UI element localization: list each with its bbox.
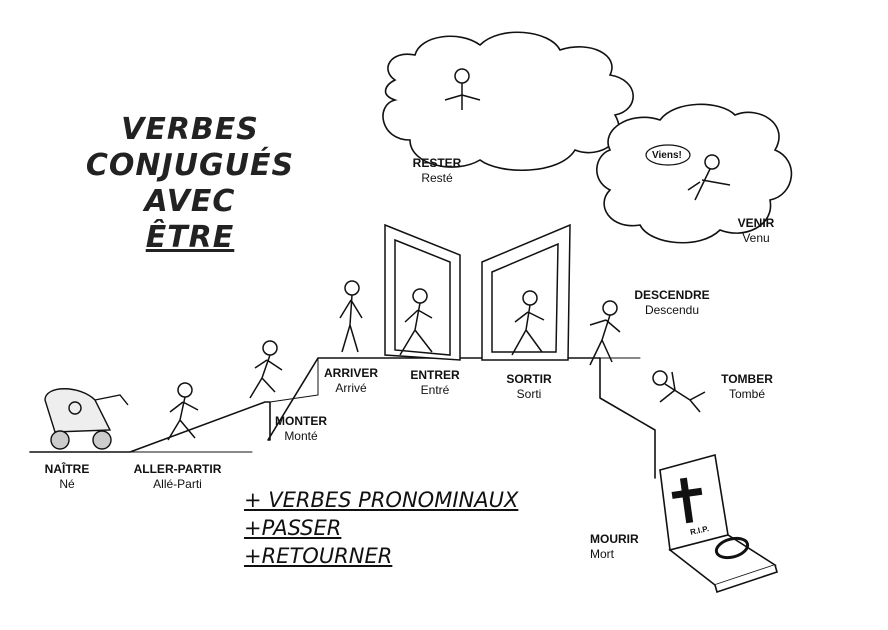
door-icon [384, 223, 571, 361]
cloud-icon [596, 103, 793, 244]
person-icon [511, 290, 545, 356]
person-icon [444, 68, 481, 110]
verb-label-rester: RESTER Resté [412, 156, 462, 185]
cloud-icon [382, 31, 634, 172]
extra-verb-passer: +PASSER [244, 516, 342, 540]
verb-label-naitre: NAÎTRE Né [44, 462, 90, 491]
person-icon [339, 280, 363, 353]
extra-verbs-list: + VERBES PRONOMINAUX +PASSER +RETOURNER [244, 486, 518, 570]
staircase-step-edges [129, 357, 641, 453]
verb-label-arriver: ARRIVER Arrivé [323, 366, 378, 395]
verb-label-descendre: DESCENDRE Descendu [634, 288, 710, 317]
person-icon [249, 340, 283, 399]
person-icon [399, 288, 433, 356]
verb-label-sortir: SORTIR Sorti [506, 372, 552, 401]
title-line-3: ÊTRE [145, 220, 235, 255]
verb-label-venir: VENIR Venu [737, 216, 775, 245]
verb-label-entrer: ENTRER Entré [410, 368, 460, 397]
title-line-1: VERBES [121, 112, 259, 147]
wreath-icon [714, 536, 750, 560]
person-icon [167, 382, 199, 441]
verb-label-mourir: MOURIR Mort [590, 532, 639, 561]
speech-bubble-shape [645, 144, 691, 166]
staircase [29, 357, 656, 479]
extra-verb-retourner: +RETOURNER [244, 544, 393, 568]
person-icon [652, 370, 706, 413]
extra-verb-pronominaux: + VERBES PRONOMINAUX [244, 488, 519, 512]
tomb-icon [659, 453, 778, 594]
person-icon [687, 154, 731, 201]
verb-label-monter: MONTER Monté [275, 414, 327, 443]
verb-label-tomber: TOMBER Tombé [721, 372, 773, 401]
verb-label-aller: ALLER-PARTIR Allé-Parti [133, 462, 222, 491]
speech-bubble-text: Viens! [652, 150, 682, 161]
cross-icon [671, 477, 703, 524]
person-icon [589, 300, 621, 366]
stroller-icon [44, 388, 129, 450]
title-line-2: CONJUGUÉS AVEC [85, 148, 295, 219]
page-title: VERBES CONJUGUÉS AVEC ÊTRE [40, 112, 340, 256]
